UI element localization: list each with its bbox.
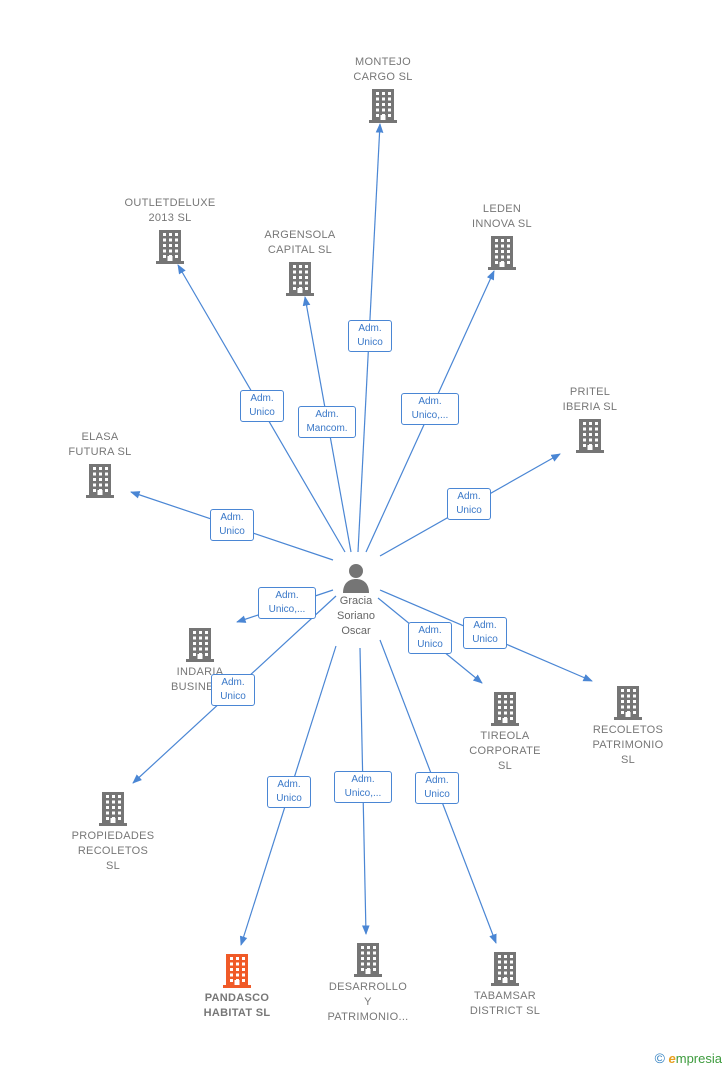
relation-label-outletdeluxe[interactable]: Adm. Unico (240, 390, 284, 422)
relation-label-tabamsar[interactable]: Adm. Unico (415, 772, 459, 804)
company-node-tireola[interactable]: TIREOLA CORPORATE SL (445, 692, 565, 774)
company-node-outletdeluxe[interactable]: OUTLETDELUXE 2013 SL (110, 196, 230, 264)
company-name: ELASA FUTURA SL (68, 431, 132, 458)
company-name: TIREOLA CORPORATE SL (469, 730, 541, 772)
relation-label-tireola[interactable]: Adm. Unico (408, 622, 452, 654)
relation-label-indaria[interactable]: Adm. Unico,... (258, 587, 316, 619)
relation-label-argensola[interactable]: Adm. Mancom. (298, 406, 356, 438)
building-icon (156, 230, 184, 264)
relation-label-montejo[interactable]: Adm. Unico (348, 320, 392, 352)
building-icon (286, 262, 314, 296)
relation-label-recoletos_patrimonio[interactable]: Adm. Unico (463, 617, 507, 649)
building-icon (576, 419, 604, 453)
company-node-desarrollo[interactable]: DESARROLLO Y PATRIMONIO... (308, 943, 428, 1025)
building-icon (488, 236, 516, 270)
company-name: PANDASCO HABITAT SL (203, 992, 271, 1019)
building-icon (223, 954, 251, 988)
relation-label-pritel[interactable]: Adm. Unico (447, 488, 491, 520)
company-name: DESARROLLO Y PATRIMONIO... (327, 981, 409, 1023)
building-icon (99, 792, 127, 826)
building-icon (491, 692, 519, 726)
person-node[interactable]: Gracia Soriano Oscar (316, 562, 396, 639)
relation-label-elasa[interactable]: Adm. Unico (210, 509, 254, 541)
company-name: OUTLETDELUXE 2013 SL (124, 197, 216, 224)
company-node-propiedades[interactable]: PROPIEDADES RECOLETOS SL (53, 792, 173, 874)
copyright-icon: © (654, 1050, 665, 1066)
company-node-argensola[interactable]: ARGENSOLA CAPITAL SL (240, 228, 360, 296)
company-name: TABAMSAR DISTRICT SL (469, 990, 541, 1017)
company-node-pritel[interactable]: PRITEL IBERIA SL (530, 385, 650, 453)
company-name: MONTEJO CARGO SL (353, 56, 413, 83)
company-node-pandasco[interactable]: PANDASCO HABITAT SL (177, 954, 297, 1021)
building-icon (186, 628, 214, 662)
relation-label-desarrollo[interactable]: Adm. Unico,... (334, 771, 392, 803)
company-node-montejo[interactable]: MONTEJO CARGO SL (323, 55, 443, 123)
brand-initial: e (668, 1051, 676, 1066)
company-name: PROPIEDADES RECOLETOS SL (71, 830, 155, 872)
building-icon (86, 464, 114, 498)
building-icon (491, 952, 519, 986)
company-name: RECOLETOS PATRIMONIO SL (592, 724, 664, 766)
company-node-elasa[interactable]: ELASA FUTURA SL (40, 430, 160, 498)
brand-logo: © empresia (655, 1050, 722, 1066)
company-node-tabamsar[interactable]: TABAMSAR DISTRICT SL (445, 952, 565, 1019)
company-node-recoletos_patrimonio[interactable]: RECOLETOS PATRIMONIO SL (568, 686, 688, 768)
relation-label-propiedades[interactable]: Adm. Unico (211, 674, 255, 706)
building-icon (614, 686, 642, 720)
company-name: LEDEN INNOVA SL (472, 203, 532, 230)
person-icon (343, 564, 369, 593)
company-name: PRITEL IBERIA SL (562, 386, 618, 413)
company-node-leden[interactable]: LEDEN INNOVA SL (442, 202, 562, 270)
person-name: Gracia Soriano Oscar (337, 595, 375, 637)
relation-label-leden[interactable]: Adm. Unico,... (401, 393, 459, 425)
building-icon (369, 89, 397, 123)
brand-name: mpresia (675, 1051, 722, 1066)
building-icon (354, 943, 382, 977)
relation-label-pandasco[interactable]: Adm. Unico (267, 776, 311, 808)
company-name: ARGENSOLA CAPITAL SL (264, 229, 336, 256)
